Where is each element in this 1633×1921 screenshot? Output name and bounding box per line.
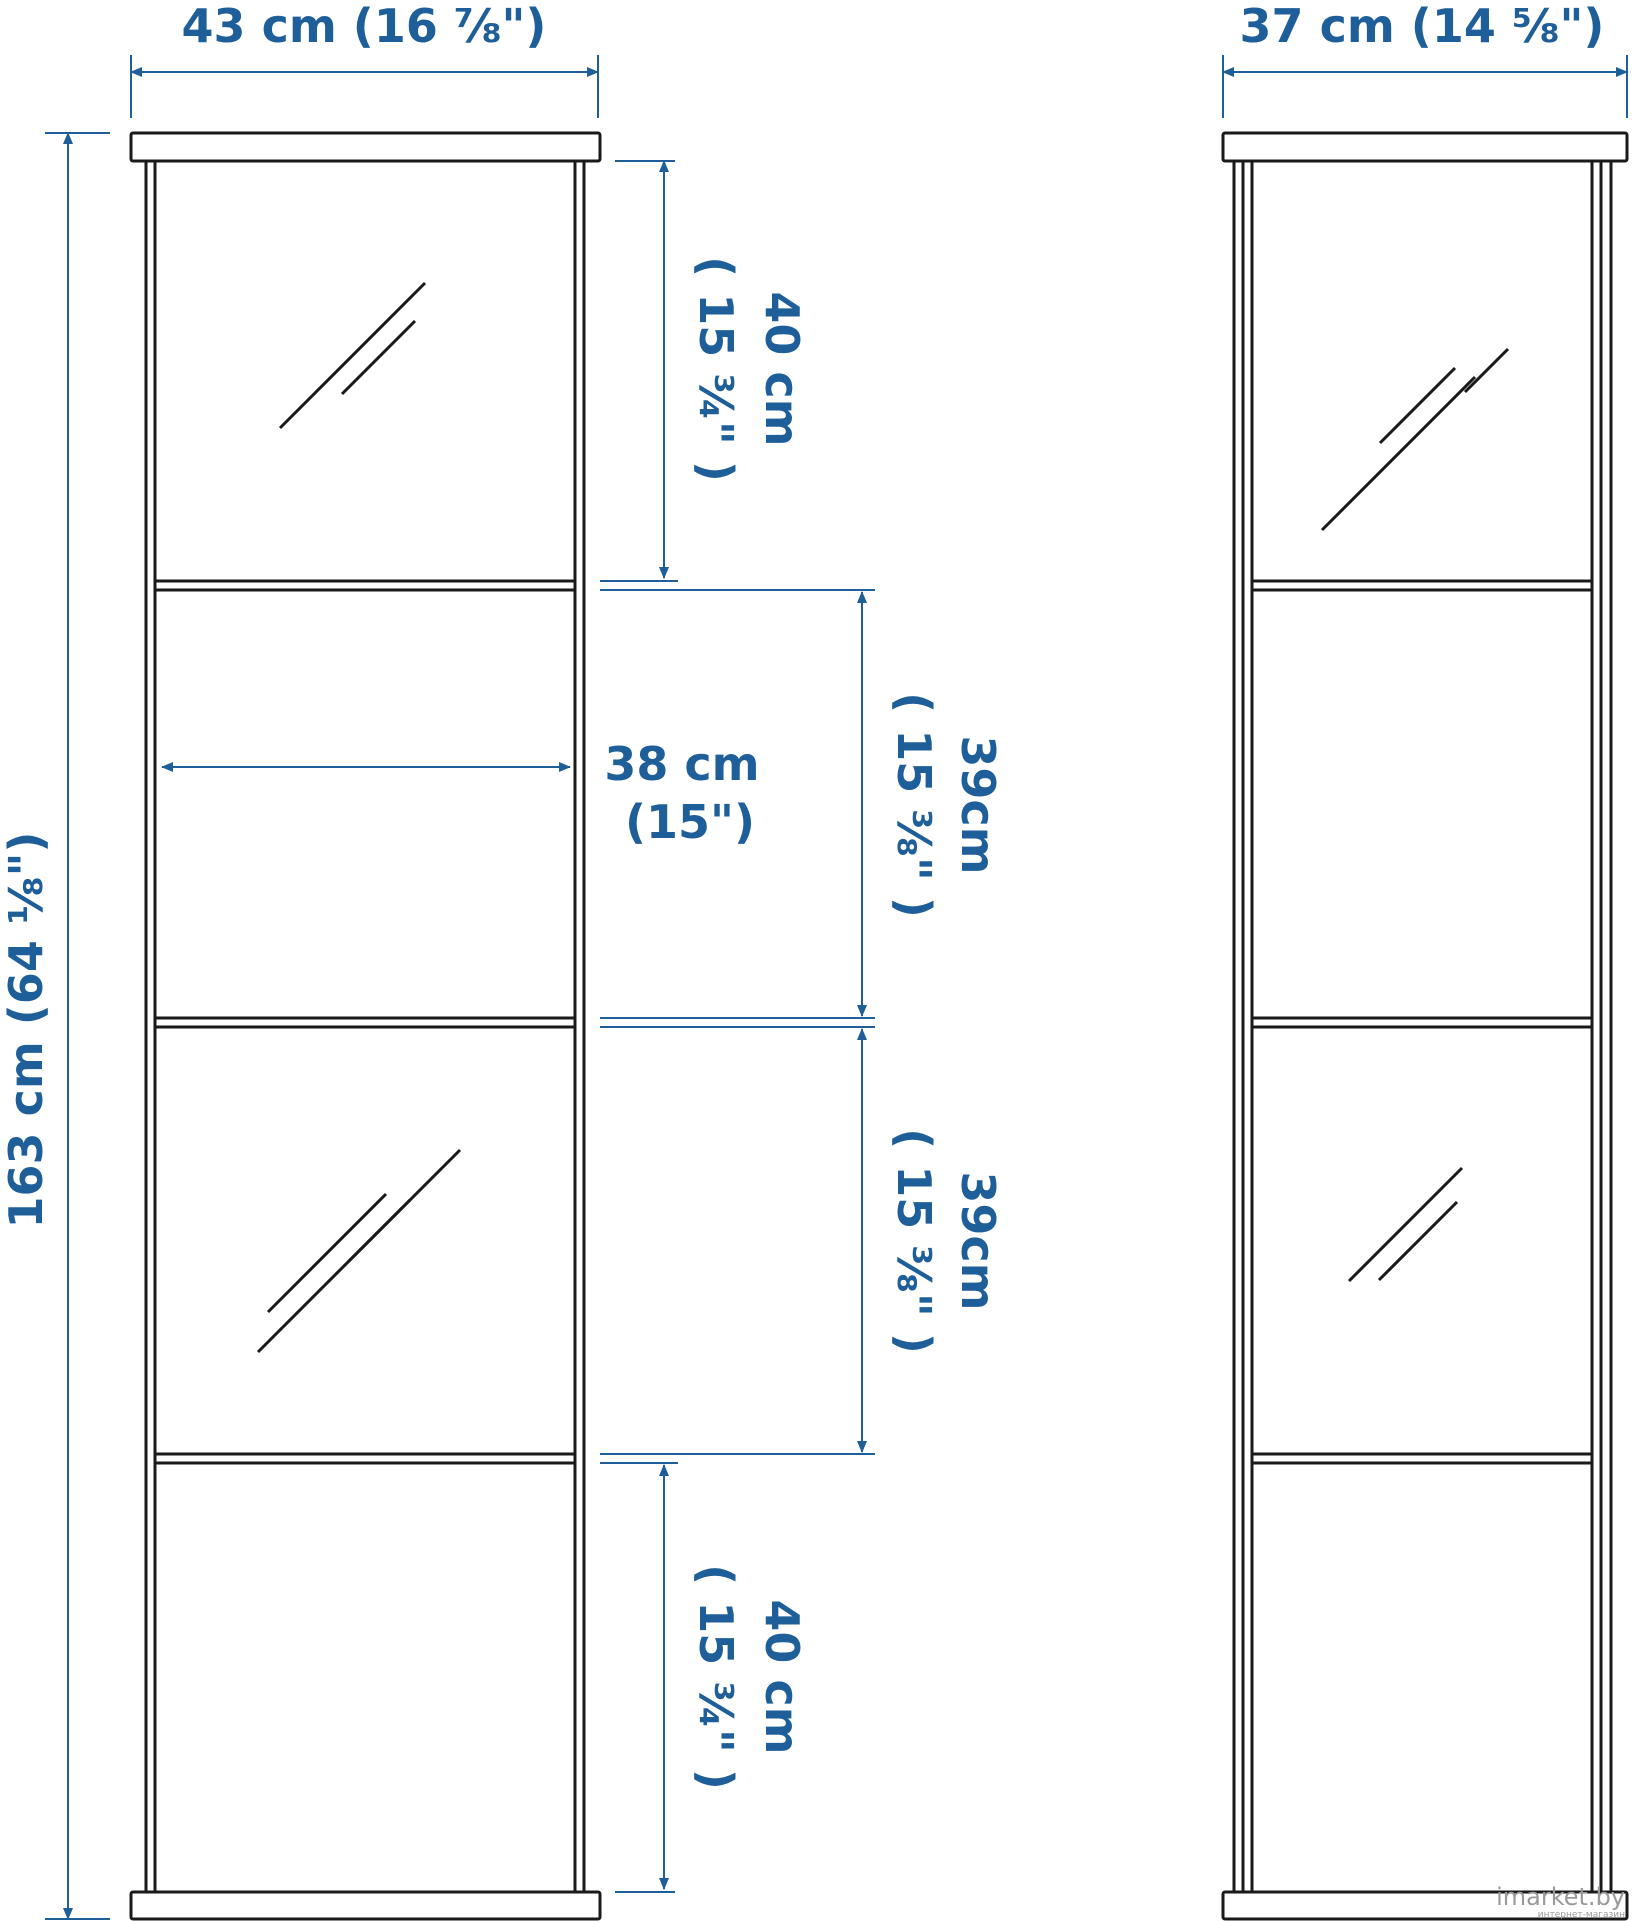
right-shelf-1 [1252, 579, 1592, 592]
left-shelf-1 [155, 579, 575, 592]
left-bottom-panel [129, 1890, 602, 1921]
right-shelf-3 [1252, 1452, 1592, 1465]
section-2-label-cm: 39cm [951, 735, 1005, 874]
section-3-label-cm: 39cm [951, 1171, 1005, 1310]
watermark-tagline: интернет-магазин [1538, 1910, 1625, 1920]
glass-reflection-lower-right [1347, 1166, 1464, 1283]
section-2-label-in: ( 15 ⅜" ) [887, 692, 941, 918]
section-3-label-in: ( 15 ⅜" ) [887, 1128, 941, 1354]
section-1-label-cm: 40 cm [755, 291, 809, 446]
inner-width-label-cm: 38 cm [604, 737, 759, 791]
section-4-label-in: ( 15 ¾" ) [689, 1564, 743, 1790]
right-top-panel [1221, 131, 1629, 163]
right-cabinet-side-view [1221, 131, 1629, 1921]
dimension-labels: 43 cm (16 ⅞") 37 cm (14 ⅝") 163 cm (64 ⅛… [0, 0, 1604, 1790]
left-cabinet-front-view [129, 131, 602, 1921]
right-bottom-panel [1221, 1890, 1629, 1921]
section-4-label-cm: 40 cm [755, 1599, 809, 1754]
total-height-label: 163 cm (64 ⅛") [0, 832, 53, 1229]
glass-reflection-lower-left [256, 1148, 462, 1354]
left-shelf-3 [155, 1452, 575, 1465]
glass-reflection-upper-right [1320, 347, 1510, 532]
glass-reflection-upper-left [278, 281, 427, 430]
left-top-panel [129, 131, 602, 163]
left-shelf-2 [155, 1016, 575, 1029]
watermark: imarket.by интернет-магазин [1496, 1883, 1625, 1920]
right-width-label: 37 cm (14 ⅝") [1240, 0, 1605, 53]
left-width-label: 43 cm (16 ⅞") [182, 0, 547, 53]
section-1-label-in: ( 15 ¾" ) [689, 256, 743, 482]
watermark-brand: imarket.by [1496, 1883, 1625, 1911]
right-shelf-2 [1252, 1016, 1592, 1029]
dimension-lines [45, 55, 1628, 1920]
inner-width-label-in: (15") [625, 795, 755, 849]
